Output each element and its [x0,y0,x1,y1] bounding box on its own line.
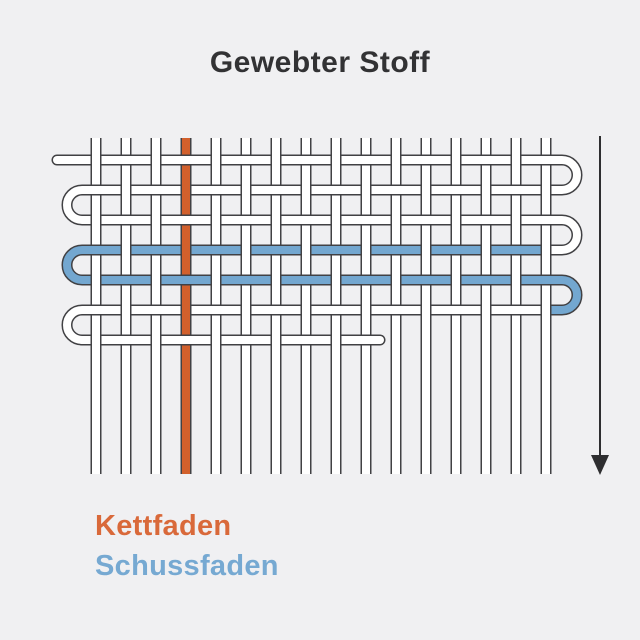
weft-over-patch [538,156,554,164]
weft-over-patch [418,216,434,224]
weft-over-patch [178,336,194,344]
weft-over-patch [208,306,224,314]
direction-arrow-icon [591,136,609,475]
weft-over-patch [298,156,314,164]
weft-over-patch [268,246,284,254]
weft-over-patch [388,306,404,314]
weft-over-patch [478,216,494,224]
weft-over-patch [358,336,374,344]
weft-over-patch [88,306,104,314]
weft-over-patch [238,216,254,224]
weft-over-patches [88,154,554,346]
schussfaden-uturn-left [63,246,96,284]
weft-over-patch [208,186,224,194]
weft-over-patch [448,186,464,194]
weft-over-patch [388,186,404,194]
weft-over-patch [88,246,104,254]
weft-over-patch [178,156,194,164]
weft-uturn-left [63,186,96,224]
weft-over-patch [148,186,164,194]
weft-over-patch [538,276,554,284]
arrow-head [591,455,609,475]
weft-uturn-right [545,216,581,254]
weft-over-patch [358,156,374,164]
weft-over-patch [508,186,524,194]
legend: Kettfaden Schussfaden [95,506,279,586]
weft-over-patch [118,156,134,164]
weft-over-patch [238,336,254,344]
weft-over-patch [478,276,494,284]
weft-over-patch [418,276,434,284]
weft-over-patch [508,306,524,314]
weft-over-patch [448,246,464,254]
weft-over-patch [118,276,134,284]
weft-over-patch [508,246,524,254]
weft-over-patch [298,276,314,284]
weft-over-patch [448,306,464,314]
weft-over-patch [208,246,224,254]
schussfaden-uturn-right [545,276,581,314]
weft-over-patch [148,306,164,314]
legend-item-schussfaden: Schussfaden [95,550,279,582]
weft-over-patch [148,246,164,254]
weft-over-patch [178,216,194,224]
weft-over-patch [388,246,404,254]
weft-uturn-right [546,156,581,194]
weft-over-patch [538,216,554,224]
weft-over-patch [358,216,374,224]
weft-over-patch [178,276,194,284]
weft-over-patch [88,186,104,194]
weft-over-patch [328,246,344,254]
weft-over-patch [238,156,254,164]
weft-over-patch [298,216,314,224]
weft-over-patch [328,306,344,314]
weft-threads [53,156,581,344]
weft-over-patch [118,216,134,224]
weft-over-patch [478,156,494,164]
weft-over-patch [298,336,314,344]
weft-over-patch [268,186,284,194]
legend-item-kettfaden: Kettfaden [95,510,232,542]
page-title: Gewebter Stoff [209,46,431,79]
weft-over-patch [328,186,344,194]
weft-over-patch [358,276,374,284]
weft-over-patch [268,306,284,314]
weft-over-patch [418,156,434,164]
weft-over-patch [238,276,254,284]
weft-over-patch [118,336,134,344]
